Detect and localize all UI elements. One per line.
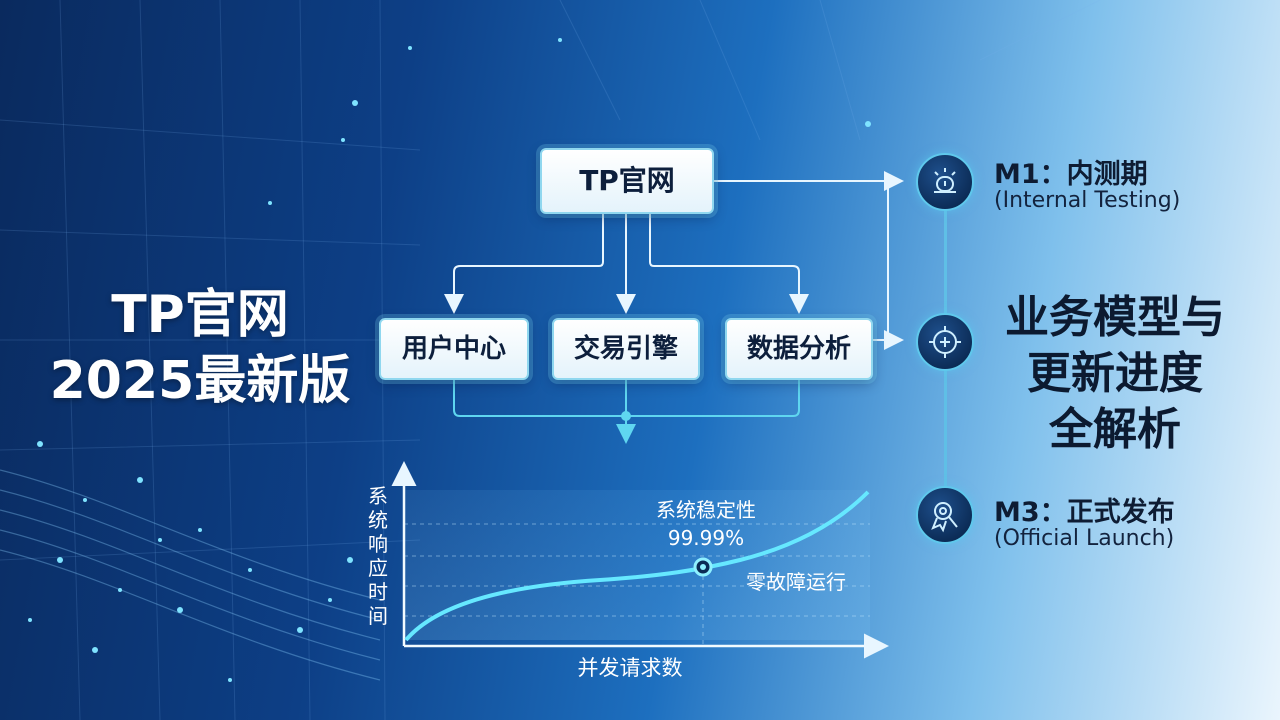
headline-line2: 2025最新版 <box>49 351 351 411</box>
chart-y-label: 系统响应时间 <box>368 484 388 628</box>
node-user-center: 用户中心 <box>379 318 529 380</box>
node-tp-website: TP官网 <box>540 148 714 214</box>
headline-line1: TP官网 <box>111 285 289 345</box>
milestone-m1-subtitle: (Internal Testing) <box>994 188 1181 213</box>
node-trade-engine: 交易引擎 <box>552 318 700 380</box>
alert-siren-icon <box>916 153 974 211</box>
stability-annotation: 系统稳定性 99.99% <box>636 496 776 552</box>
milestone-m3-title: M3：正式发布 <box>994 497 1175 528</box>
chart-x-label: 并发请求数 <box>577 656 683 680</box>
zero-fault-note: 零故障运行 <box>746 570 846 594</box>
node-data-analysis: 数据分析 <box>725 318 873 380</box>
crosshair-plus-icon <box>916 313 974 371</box>
launch-badge-icon <box>916 486 974 544</box>
headline: TP官网 2025最新版 <box>40 282 360 414</box>
right-title-line3: 全解析 <box>1049 404 1181 455</box>
milestone-m1-title: M1：内测期 <box>994 159 1148 190</box>
milestone-m3-subtitle: (Official Launch) <box>994 526 1175 551</box>
right-title: 业务模型与 更新进度 全解析 <box>990 290 1240 458</box>
right-title-line2: 更新进度 <box>1027 348 1203 399</box>
right-title-line1: 业务模型与 <box>1005 292 1225 343</box>
stability-title: 系统稳定性 <box>656 498 756 522</box>
stability-value: 99.99% <box>667 526 745 550</box>
